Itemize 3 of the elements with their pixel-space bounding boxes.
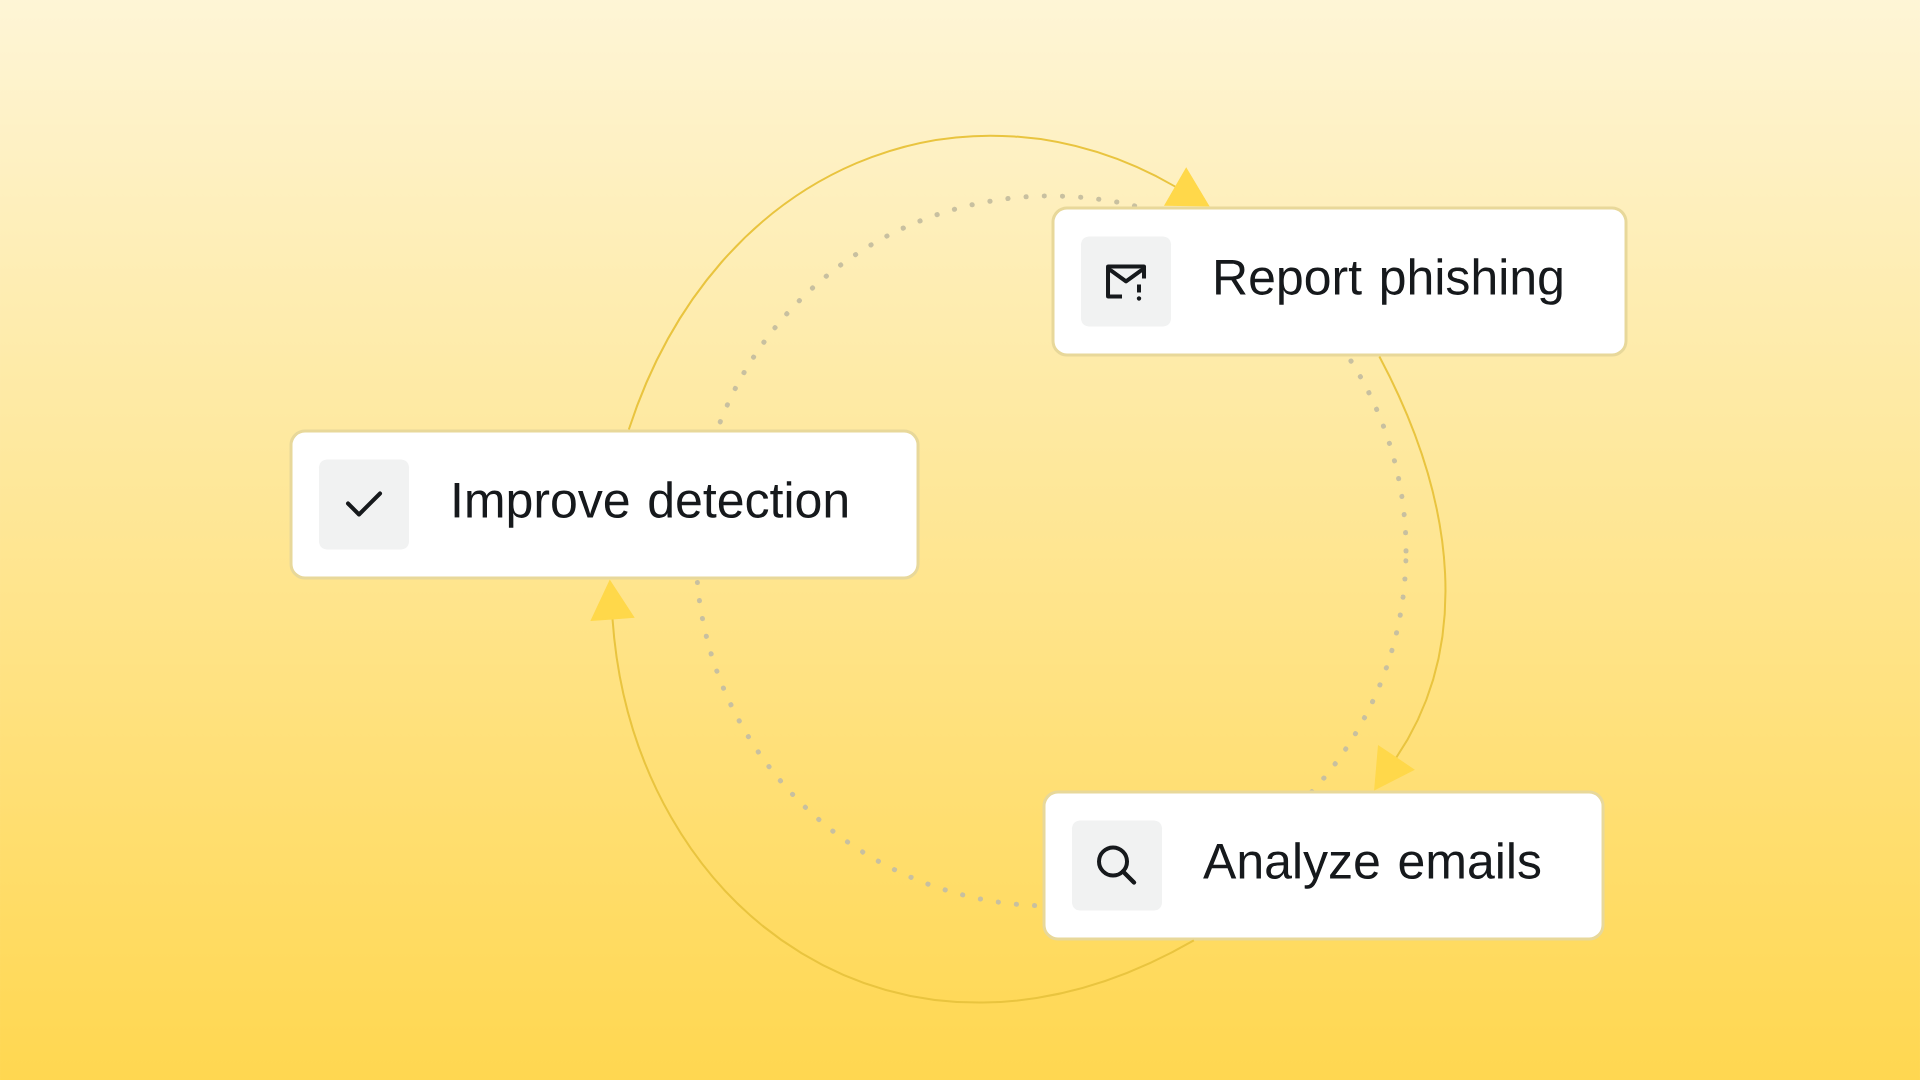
- process-box: Improve detection: [289, 429, 920, 580]
- process-box: Analyze emails: [1042, 790, 1605, 941]
- process-box: Report phishing: [1051, 206, 1628, 357]
